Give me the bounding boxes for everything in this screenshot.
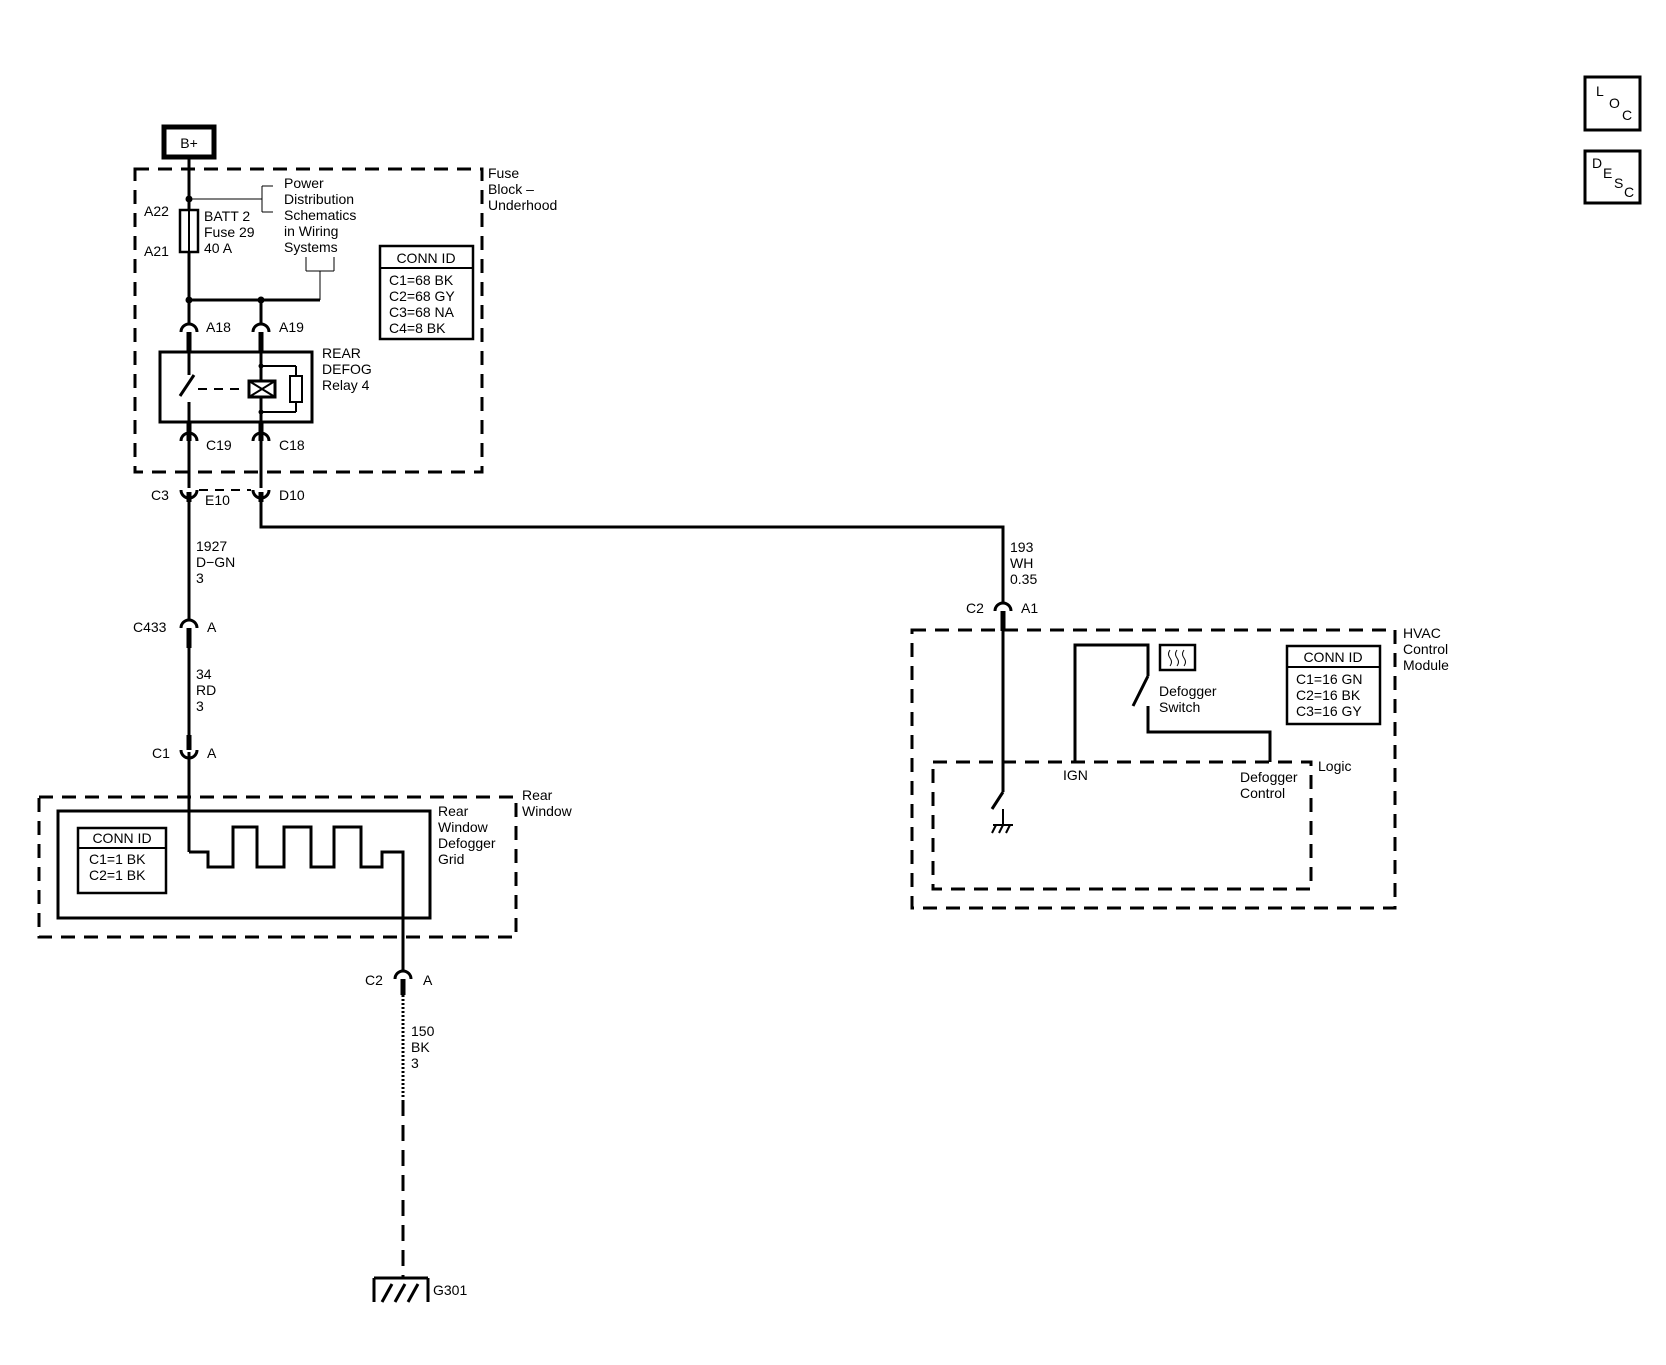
fuse-pin-bottom: A21 xyxy=(144,243,169,259)
rear-defrost-icon xyxy=(1158,643,1197,672)
battery-label: B+ xyxy=(180,135,198,151)
hvac-conn-id-table: CONN ID C1=16 GN C2=16 BK C3=16 GY xyxy=(1285,644,1382,726)
relay-pin-c19: C19 xyxy=(206,437,232,453)
connector-c2-hvac-pin: A1 xyxy=(1021,600,1038,616)
rear-defog-relay xyxy=(158,350,314,424)
wire-150-label: 150 BK 3 xyxy=(411,1023,438,1071)
wire-34-label: 34 RD 3 xyxy=(196,666,220,714)
relay-label: REAR DEFOG Relay 4 xyxy=(322,345,376,393)
relay-pin-a18: A18 xyxy=(206,319,231,335)
connector-c2-ground-pin: A xyxy=(423,972,433,988)
fuse-block-enclosure xyxy=(133,167,484,474)
desc-button[interactable]: D E S C xyxy=(1583,149,1642,205)
loc-letter-l: L xyxy=(1596,83,1604,99)
wire-193 xyxy=(259,502,1005,603)
defogger-grid-label: Rear Window Defogger Grid xyxy=(438,803,499,867)
rear-conn-id-header: CONN ID xyxy=(92,830,151,846)
battery-power-source: B+ xyxy=(161,124,217,160)
junction-pin-d10: D10 xyxy=(279,487,305,503)
wire-193-label: 193 WH 0.35 xyxy=(1010,539,1037,587)
desc-letter-d: D xyxy=(1592,155,1602,171)
rear-window-title: Rear Window xyxy=(522,787,573,819)
fuse-29 xyxy=(178,208,200,254)
connector-c2-hvac-label: C2 xyxy=(966,600,984,616)
fuse-block-title: Fuse Block – Underhood xyxy=(488,165,557,213)
hvac-conn-id-header: CONN ID xyxy=(1303,649,1362,665)
fuse-conn-id-header: CONN ID xyxy=(396,250,455,266)
defogger-grid-outline xyxy=(56,809,432,920)
hvac-logic-box xyxy=(931,760,1313,891)
wire-1927-label: 1927 D−GN 3 xyxy=(196,538,239,586)
fuse-conn-id-rows: C1=68 BK C2=68 GY C3=68 NA C4=8 BK xyxy=(389,272,458,336)
loc-letter-c: C xyxy=(1622,107,1632,123)
connector-c1-pin: A xyxy=(207,745,217,761)
connector-a18 xyxy=(179,322,199,352)
connector-a19 xyxy=(251,322,271,352)
connector-c433 xyxy=(179,618,199,648)
loc-button[interactable]: L O C xyxy=(1583,75,1642,132)
power-distribution-reference[interactable]: Power Distribution Schematics in Wiring … xyxy=(284,175,360,255)
connector-c1-label: C1 xyxy=(152,745,170,761)
fuse-rating: BATT 2 Fuse 29 40 A xyxy=(204,208,258,256)
relay-pin-c18: C18 xyxy=(279,437,305,453)
connector-c3 xyxy=(179,489,271,502)
ground-g301 xyxy=(372,1276,430,1303)
junction-connector-c3: C3 xyxy=(151,487,169,503)
hvac-logic-label: Logic xyxy=(1318,758,1351,774)
hvac-defogger-control-label: Defogger Control xyxy=(1240,769,1301,801)
fuse-block-conn-id-table: CONN ID C1=68 BK C2=68 GY C3=68 NA C4=8 … xyxy=(378,244,475,341)
connector-c433-pin: A xyxy=(207,619,217,635)
hvac-module-enclosure xyxy=(910,628,1397,910)
defogger-heating-grid xyxy=(189,825,405,972)
desc-letter-e: E xyxy=(1603,165,1612,181)
connector-c2-ground-label: C2 xyxy=(365,972,383,988)
hvac-conn-id-rows: C1=16 GN C2=16 BK C3=16 GY xyxy=(1296,671,1366,719)
rear-window-enclosure xyxy=(37,795,518,939)
fuse-pin-top: A22 xyxy=(144,203,169,219)
connector-c18 xyxy=(251,422,271,442)
hvac-module-title: HVAC Control Module xyxy=(1403,625,1452,673)
rear-window-conn-id-table: CONN ID C1=1 BK C2=1 BK xyxy=(76,826,168,895)
connector-c19 xyxy=(179,422,199,442)
desc-letter-c: C xyxy=(1624,184,1634,200)
rear-conn-id-rows: C1=1 BK C2=1 BK xyxy=(89,851,149,883)
junction-pin-e10: E10 xyxy=(205,492,230,508)
desc-letter-s: S xyxy=(1614,175,1623,191)
connector-c2-ground-side xyxy=(393,969,413,995)
relay-pin-a19: A19 xyxy=(279,319,304,335)
defogger-switch-label: Defogger Switch xyxy=(1159,683,1220,715)
connector-c433-label: C433 xyxy=(133,619,167,635)
ground-label: G301 xyxy=(433,1282,467,1298)
connector-c2-hvac xyxy=(993,601,1013,631)
loc-letter-o: O xyxy=(1609,95,1620,111)
hvac-ign-label: IGN xyxy=(1063,767,1088,783)
